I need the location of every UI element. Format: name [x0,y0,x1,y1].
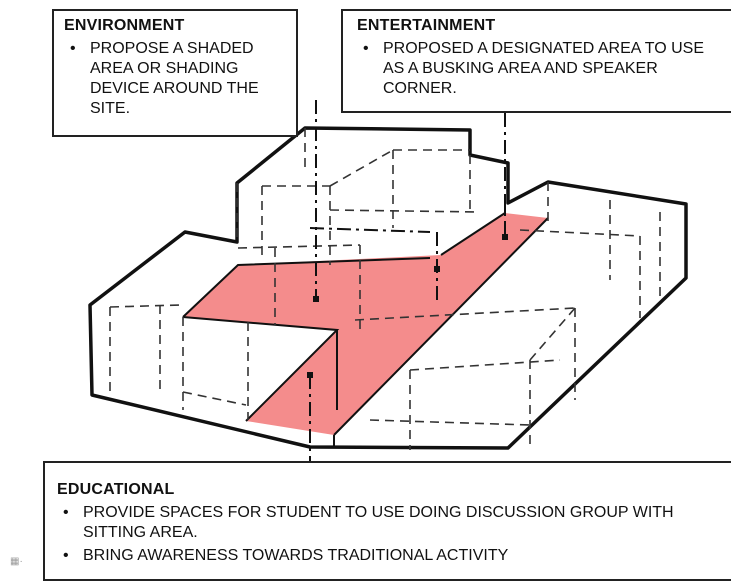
massing-outline [88,126,688,450]
callout-entertainment-list: PROPOSED A DESIGNATED AREA TO USE AS A B… [357,39,718,99]
callout-educational-title: EDUCATIONAL [57,481,175,498]
callout-environment-title: ENVIRONMENT [64,17,185,34]
list-item: BRING AWARENESS TOWARDS TRADITIONAL ACTI… [57,546,721,566]
callout-entertainment: ENTERTAINMENT PROPOSED A DESIGNATED AREA… [341,9,731,113]
slide-thumbnail-icon: ▦· [10,556,23,567]
list-item: PROPOSE A SHADED AREA OR SHADING DEVICE … [64,39,286,119]
callout-environment-list: PROPOSE A SHADED AREA OR SHADING DEVICE … [64,39,286,119]
callout-environment: ENVIRONMENT PROPOSE A SHADED AREA OR SHA… [52,9,298,137]
list-item: PROVIDE SPACES FOR STUDENT TO USE DOING … [57,503,721,543]
leader-lines [309,100,506,462]
callout-educational-list: PROVIDE SPACES FOR STUDENT TO USE DOING … [57,503,721,566]
callout-entertainment-title: ENTERTAINMENT [357,17,496,34]
list-item: PROPOSED A DESIGNATED AREA TO USE AS A B… [357,39,718,99]
callout-educational: EDUCATIONAL PROVIDE SPACES FOR STUDENT T… [43,461,731,581]
block-edges [91,200,549,447]
leader-markers [307,234,508,378]
hidden-lines [109,128,661,450]
